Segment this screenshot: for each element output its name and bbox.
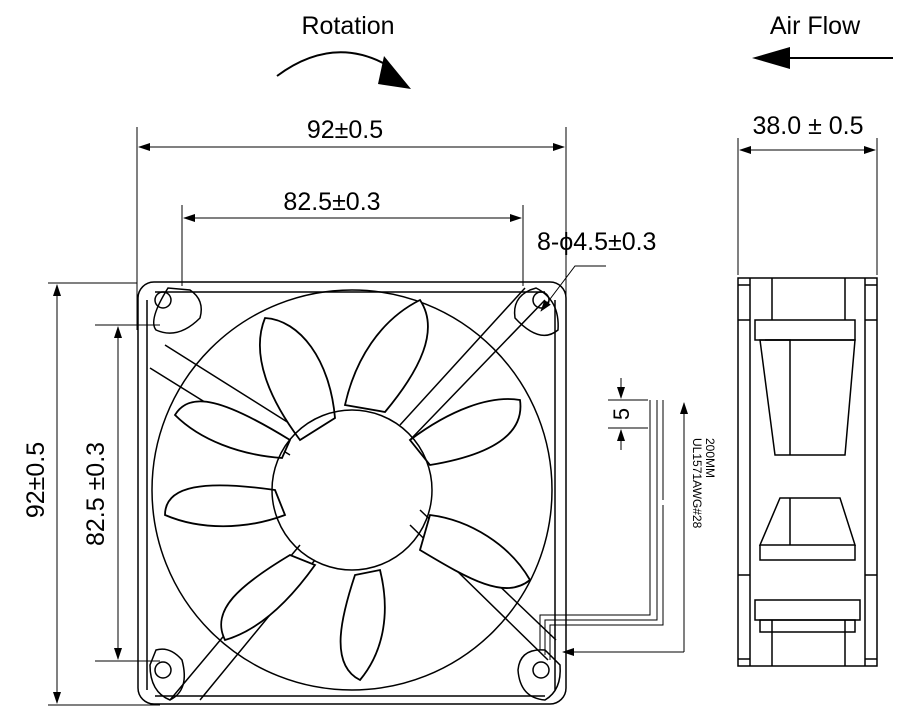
wire-spacing-label: 5 [609,408,634,420]
wire-length-label: 200MM [703,438,717,478]
overall-height-dimension: 92±0.5 [22,282,160,706]
overall-height-label: 92±0.5 [22,442,50,518]
rotation-arrow [276,51,411,89]
depth-label: 38.0 ± 0.5 [752,112,863,140]
side-frame [737,277,878,667]
mounting-hole-top-left [154,291,172,309]
wire-spacing-dimension: 5 [608,378,648,450]
overall-width-label: 92±0.5 [307,116,383,144]
hole-spacing-width-dimension: 82.5±0.3 [181,188,524,286]
hole-spacing-width-label: 82.5±0.3 [283,188,380,216]
overall-width-dimension: 92±0.5 [136,116,567,330]
fan-frame [137,281,567,705]
wire-length-leader [562,402,688,656]
fan-front-view [137,281,664,705]
wire-spec-label: UL1571AWG#28 [690,438,704,529]
mounting-hole-bottom-right [532,661,550,679]
hole-spacing-height-label: 82.5 ±0.3 [82,442,110,546]
fan-blades [164,298,532,682]
depth-dimension: 38.0 ± 0.5 [737,112,878,275]
lead-wires [539,400,664,660]
mounting-hole-bottom-left [154,661,172,679]
mounting-holes-label: 8-ϕ4.5±0.3 [537,228,656,256]
mounting-holes-callout: 8-ϕ4.5±0.3 [537,228,656,312]
fan-hub [271,409,433,571]
rotation-label: Rotation [301,12,394,40]
air-flow-label: Air Flow [770,12,861,40]
fan-side-view [737,277,878,667]
mounting-hole-top-right [532,291,550,309]
hole-spacing-height-dimension: 82.5 ±0.3 [82,324,160,662]
air-flow-arrow [752,47,893,69]
